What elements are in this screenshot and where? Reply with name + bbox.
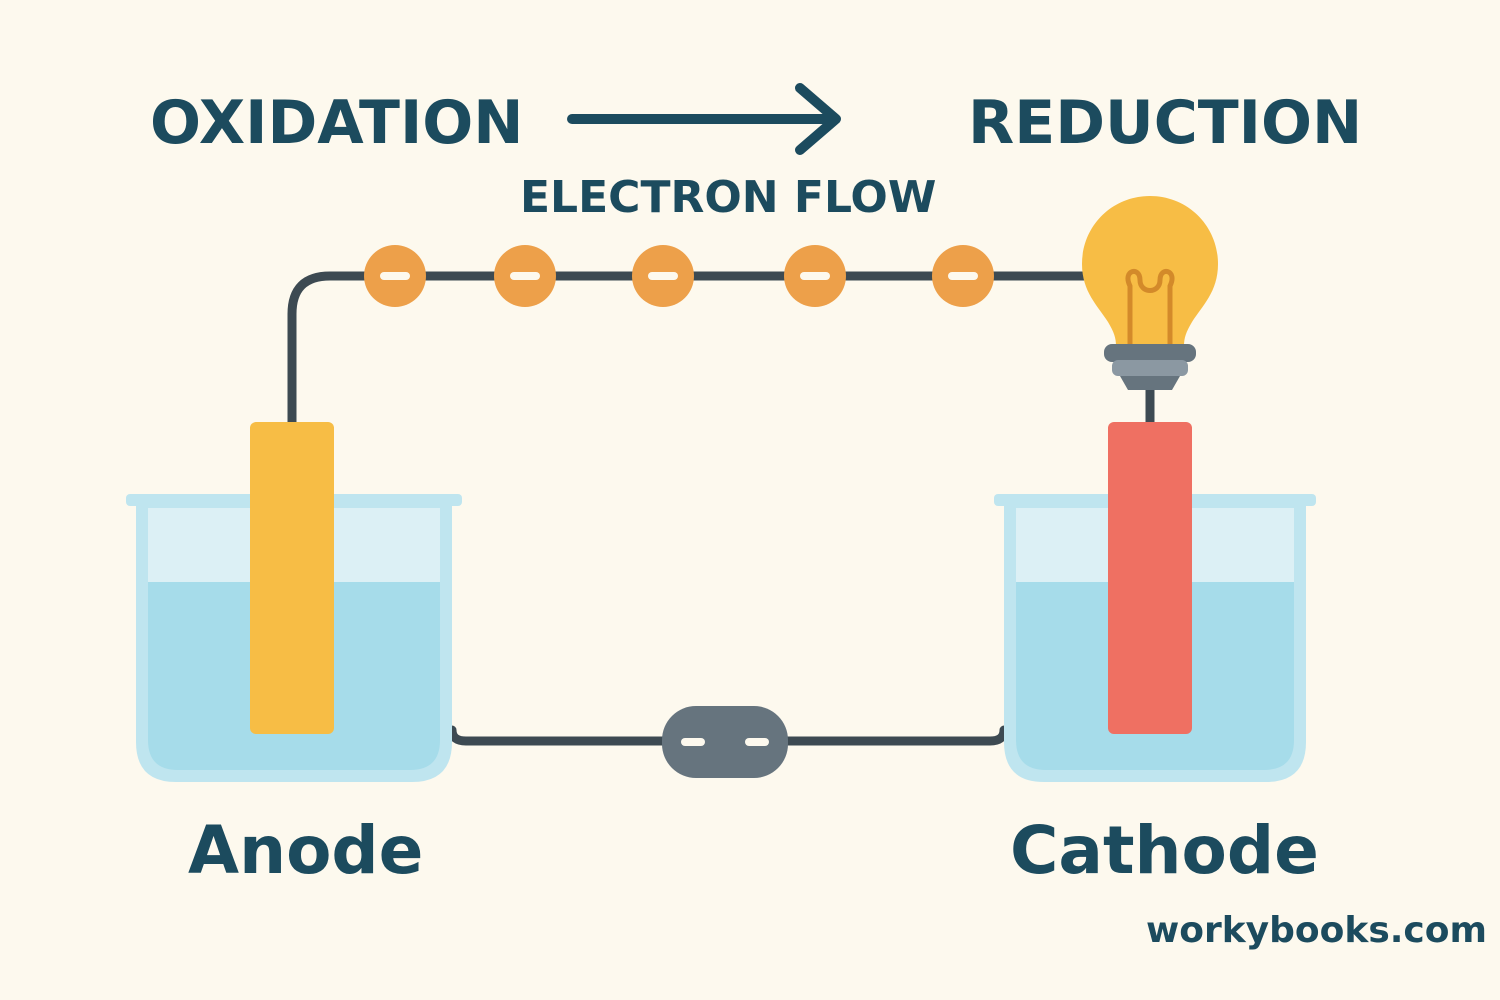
anode-electrode (250, 422, 334, 734)
electron-4 (784, 245, 846, 307)
salt-bridge-connector (662, 706, 788, 778)
electron-3 (632, 245, 694, 307)
electron-flow-label: ELECTRON FLOW (520, 172, 937, 223)
cathode-electrode (1108, 422, 1192, 734)
anode-label: Anode (188, 812, 424, 889)
electron-5 (932, 245, 994, 307)
top-wire (287, 271, 1105, 429)
cathode-label: Cathode (1010, 812, 1319, 889)
site-watermark: workybooks.com (1146, 910, 1488, 951)
oxidation-label: OXIDATION (150, 88, 524, 158)
reduction-label: REDUCTION (968, 88, 1363, 158)
electron-2 (494, 245, 556, 307)
direction-arrow (567, 83, 841, 155)
light-bulb-icon (1082, 196, 1218, 426)
electron-1 (364, 245, 426, 307)
